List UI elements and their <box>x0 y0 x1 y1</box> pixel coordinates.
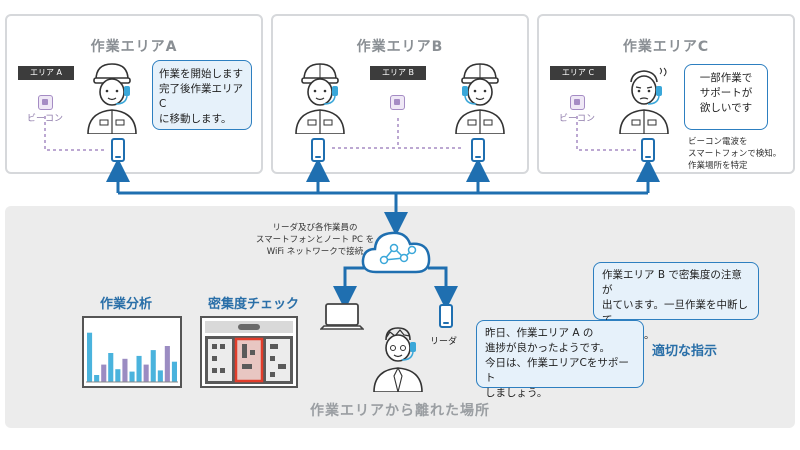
analysis-bar <box>101 364 107 382</box>
analysis-bar-chart <box>86 332 178 383</box>
beacon-detection-note: ビーコン電波を スマートフォンで検知。 作業場所を特定 <box>688 137 782 171</box>
area-c-speech-bubble: 一部作業で サポートが 欲しいです <box>684 64 768 130</box>
leader-smartphone-icon <box>439 304 453 328</box>
cloud-network-icon <box>361 231 431 274</box>
area-b-tag: エリア B <box>370 66 426 80</box>
smartphone-b2-icon <box>471 138 485 162</box>
worker-c-icon <box>619 67 669 134</box>
beacon-b-icon <box>390 95 405 110</box>
area-c-title: 作業エリアC <box>622 39 710 55</box>
density-warning-bubble: 作業エリア B で密集度の注意が 出ています。一旦作業を中断して ください。 <box>593 262 759 341</box>
area-a-tag: エリア A <box>18 66 74 80</box>
analysis-bar <box>115 369 121 382</box>
density-label: 密集度チェック <box>208 297 300 312</box>
remote-place-title: 作業エリアから離れた場所 <box>310 403 490 419</box>
worker-a-icon <box>87 63 137 134</box>
analysis-bar <box>150 350 156 382</box>
analysis-label: 作業分析 <box>100 297 153 312</box>
beacon-a-label: ビーコン <box>27 114 64 124</box>
analysis-bar <box>87 332 93 382</box>
density-check-icon <box>200 316 298 388</box>
analysis-bar <box>94 375 100 382</box>
support-instruction-bubble: 昨日、作業エリア A の 進捗が良かったようです。 今日は、作業エリアCをサポー… <box>476 320 644 399</box>
smartphone-b1-icon <box>311 138 325 162</box>
instruction-label: 適切な指示 <box>652 344 718 359</box>
analysis-bar <box>157 370 163 382</box>
area-b-title: 作業エリアB <box>356 39 444 55</box>
laptop-icon <box>320 303 364 330</box>
analysis-bar <box>136 355 142 382</box>
leader-label: リーダ <box>430 337 458 347</box>
area-c-tag: エリア C <box>550 66 606 80</box>
smartphone-a-icon <box>111 138 125 162</box>
smartphone-c-icon <box>641 138 655 162</box>
worker-b1-icon <box>295 63 345 134</box>
analysis-bar <box>143 364 149 382</box>
beacon-c-label: ビーコン <box>559 114 596 124</box>
area-a-speech-bubble: 作業を開始します 完了後作業エリアC に移動します。 <box>152 60 252 130</box>
analysis-bar <box>108 353 114 382</box>
area-a-title: 作業エリアA <box>90 39 178 55</box>
analysis-bar <box>129 371 135 382</box>
analysis-bar <box>164 346 170 382</box>
beacon-c-icon <box>570 95 585 110</box>
worker-b2-icon <box>455 63 505 134</box>
analysis-bar <box>122 358 128 382</box>
network-note: リーダ及び各作業員の スマートフォンとノート PC を WiFi ネットワークで… <box>255 223 375 257</box>
beacon-a-icon <box>38 95 53 110</box>
analysis-bar <box>171 361 177 382</box>
leader-icon <box>373 327 423 392</box>
